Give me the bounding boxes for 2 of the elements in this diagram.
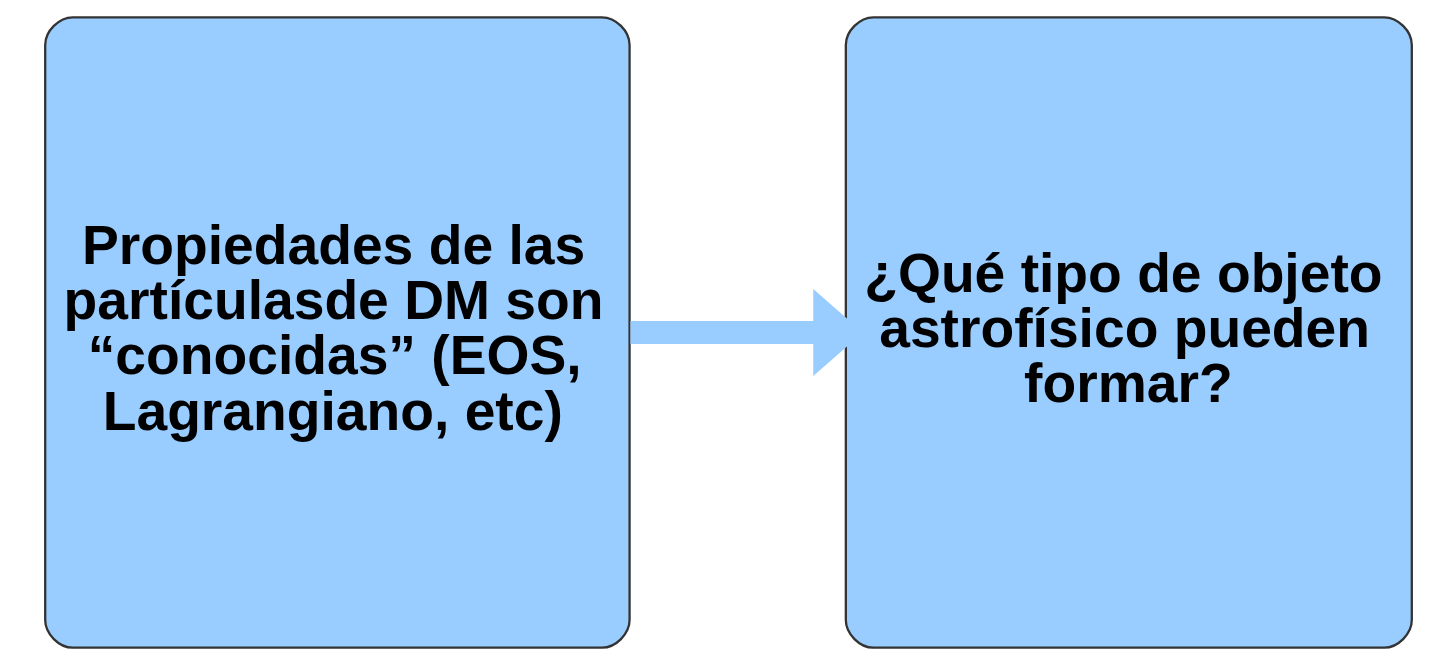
node-box: Propiedades de las partículasde DM son “conocidas” (EOS, Lagrangiano, etc) <box>43 16 631 649</box>
node-box: ¿Qué tipo de objeto astrofísico pueden formar? <box>844 16 1413 649</box>
